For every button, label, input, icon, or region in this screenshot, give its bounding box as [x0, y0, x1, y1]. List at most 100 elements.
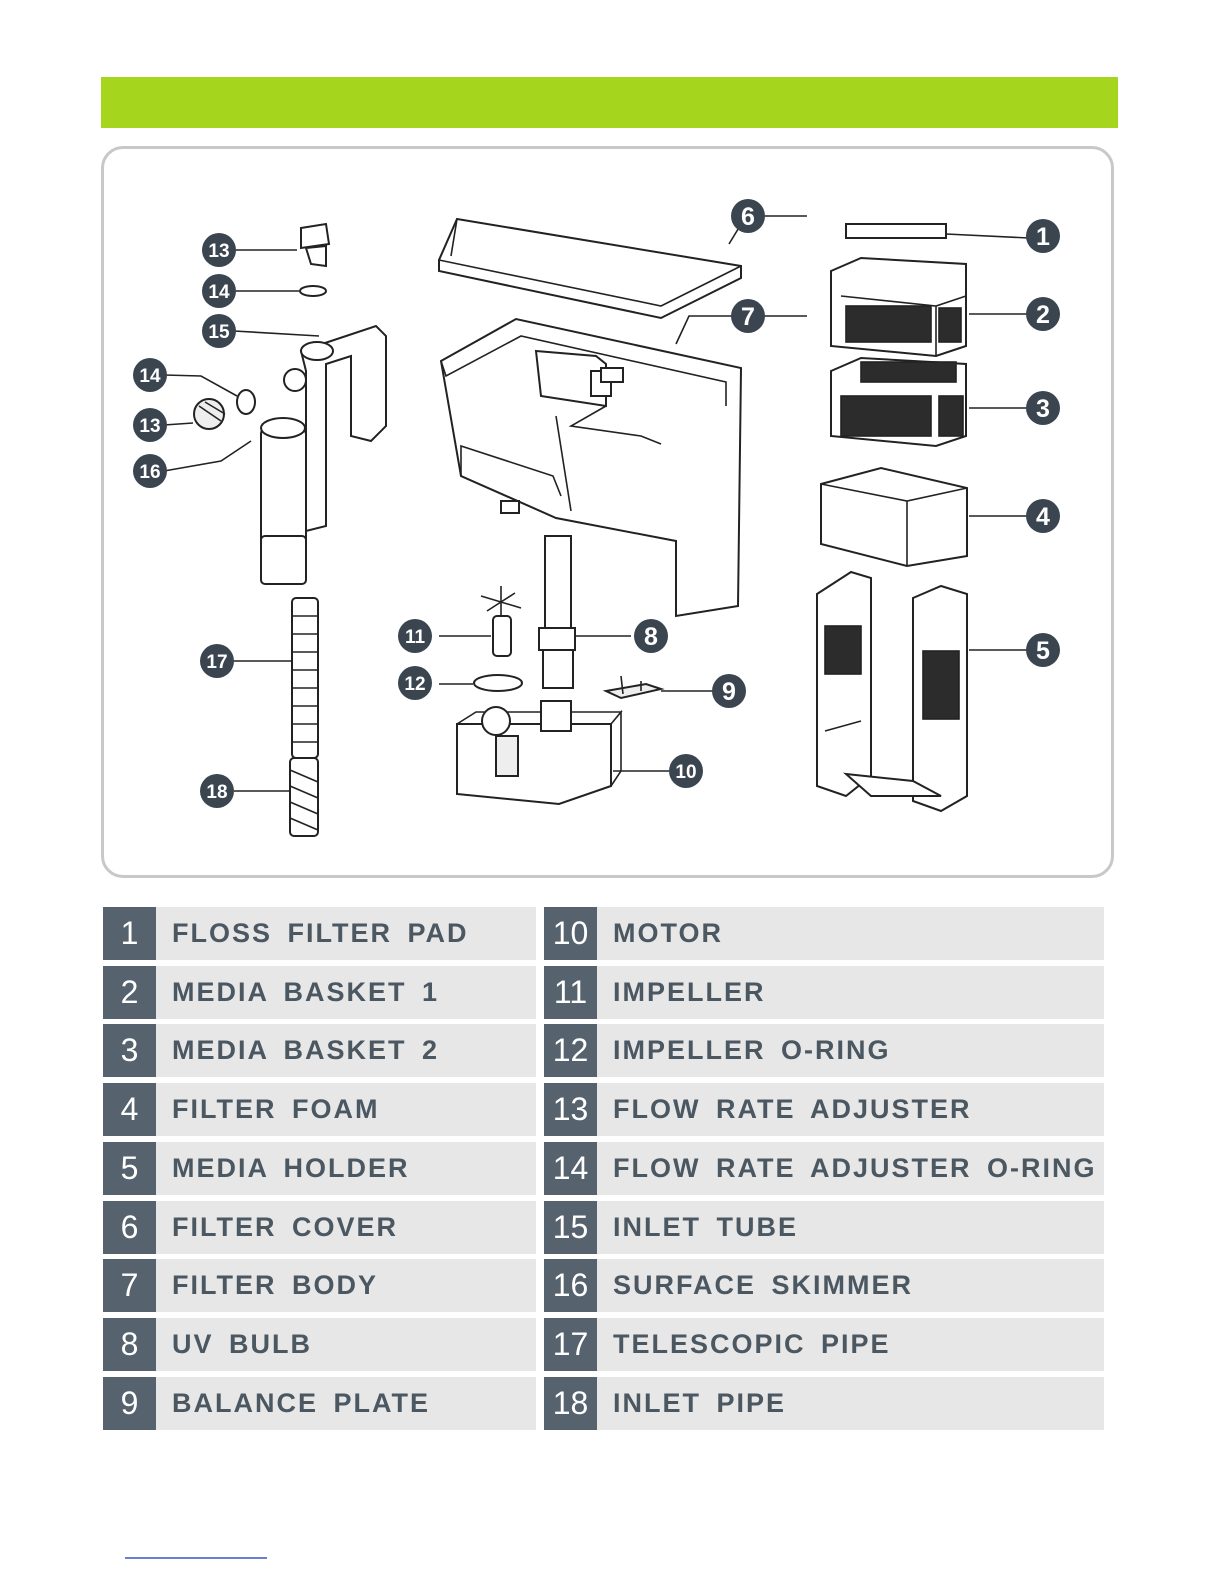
filter-foam-drawing [820, 466, 968, 568]
part-name: IMPELLER O-RING [597, 1024, 1104, 1078]
callout-circle [202, 274, 236, 308]
header-bar [101, 77, 1118, 128]
callout-label: 13 [139, 416, 160, 437]
callout-label: 2 [1036, 301, 1050, 329]
callout-circle [133, 358, 167, 392]
callout-label: 4 [1036, 503, 1050, 531]
callout-circle [1026, 297, 1060, 331]
callout-label: 17 [206, 652, 227, 673]
callout-circle [200, 644, 234, 678]
footer-line [125, 1557, 267, 1559]
part-number: 11 [544, 965, 597, 1019]
part-number: 13 [544, 1083, 597, 1137]
callout-label: 6 [741, 203, 755, 231]
callout-5: 5 [1026, 633, 1060, 667]
filter-body-drawing [439, 317, 743, 618]
part-name: MEDIA HOLDER [156, 1141, 536, 1195]
callout-2: 2 [1026, 297, 1060, 331]
callout-label: 11 [405, 627, 426, 648]
part-name: INLET PIPE [597, 1376, 1104, 1430]
callout-8: 8 [634, 619, 668, 653]
flow-adjuster-side-drawing [193, 398, 226, 430]
media-holder-drawing [816, 570, 968, 813]
floss-pad-drawing [845, 223, 947, 239]
callout-18: 18 [200, 774, 234, 808]
part-name: FLOW RATE ADJUSTER O-RING [597, 1141, 1104, 1195]
callout-13: 13 [202, 233, 236, 267]
part-number: 10 [544, 907, 597, 960]
callout-label: 9 [722, 678, 736, 706]
callout-circle [202, 314, 236, 348]
callout-11: 11 [398, 619, 432, 653]
callout-circle [1026, 391, 1060, 425]
part-name: IMPELLER [597, 965, 1104, 1019]
balance-plate-drawing [602, 675, 665, 700]
callout-9: 9 [712, 674, 746, 708]
part-number: 16 [544, 1259, 597, 1313]
callout-14: 14 [133, 358, 167, 392]
callout-14: 14 [202, 274, 236, 308]
o-ring-side-drawing [236, 389, 256, 415]
o-ring-top-drawing [299, 285, 327, 297]
callout-17: 17 [200, 644, 234, 678]
callout-circle [398, 619, 432, 653]
callout-label: 16 [139, 462, 160, 483]
callout-circle [200, 774, 234, 808]
part-number: 3 [103, 1024, 156, 1078]
callout-circle [712, 674, 746, 708]
callout-10: 10 [669, 754, 703, 788]
callout-13: 13 [133, 408, 167, 442]
callout-6: 6 [731, 199, 765, 233]
part-name: MEDIA BASKET 1 [156, 965, 536, 1019]
callout-4: 4 [1026, 499, 1060, 533]
part-number: 15 [544, 1200, 597, 1254]
part-name: FLOSS FILTER PAD [156, 907, 536, 960]
part-name: FILTER COVER [156, 1200, 536, 1254]
callout-label: 1 [1036, 223, 1050, 251]
part-number: 9 [103, 1376, 156, 1430]
callout-7: 7 [731, 299, 765, 333]
callout-circle [669, 754, 703, 788]
part-number: 14 [544, 1141, 597, 1195]
uv-bulb-drawing [538, 535, 576, 689]
callout-12: 12 [398, 666, 432, 700]
callout-circle [398, 666, 432, 700]
part-name: MOTOR [597, 907, 1104, 960]
callout-16: 16 [133, 454, 167, 488]
filter-cover-drawing [438, 217, 742, 320]
callout-label: 14 [208, 282, 230, 303]
callout-label: 3 [1036, 395, 1050, 423]
callout-label: 7 [741, 303, 755, 331]
part-number: 4 [103, 1083, 156, 1137]
part-number: 1 [103, 907, 156, 960]
part-number: 5 [103, 1141, 156, 1195]
callout-label: 15 [208, 322, 230, 343]
part-name: INLET TUBE [597, 1200, 1104, 1254]
callout-circle [202, 233, 236, 267]
callout-label: 14 [139, 366, 161, 387]
leader-lines [163, 215, 1030, 792]
callout-circle [731, 299, 765, 333]
part-name: FILTER FOAM [156, 1083, 536, 1137]
callout-label: 5 [1036, 637, 1050, 665]
callout-circle [1026, 219, 1060, 253]
callout-circle [133, 408, 167, 442]
part-number: 8 [103, 1317, 156, 1371]
flow-adjuster-top-drawing [300, 222, 331, 268]
telescopic-pipe-drawing [291, 597, 319, 759]
part-name: MEDIA BASKET 2 [156, 1024, 536, 1078]
impeller-drawing [480, 586, 522, 657]
callout-label: 10 [675, 762, 696, 783]
part-number: 18 [544, 1376, 597, 1430]
